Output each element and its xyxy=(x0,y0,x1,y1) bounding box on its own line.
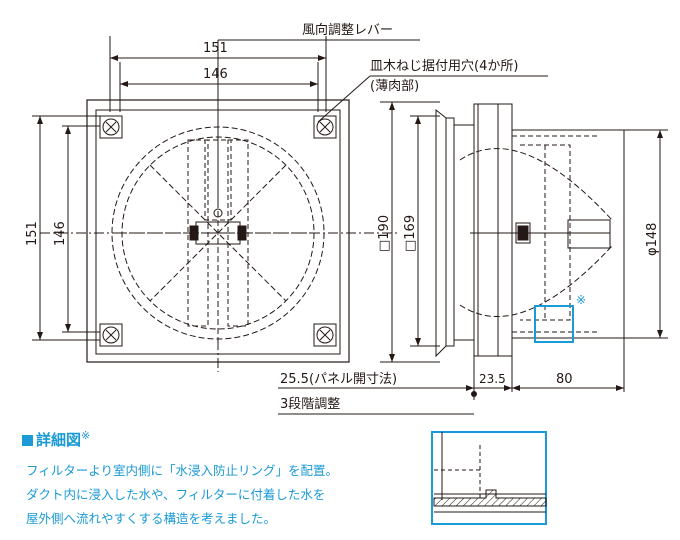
front-arrows xyxy=(37,55,326,340)
detail-line-1: フィルターより室内側に「水浸入防止リング」を配置。 xyxy=(26,463,339,478)
dim-width-outer: 151 xyxy=(203,41,228,56)
asterisk-mark: ※ xyxy=(576,293,586,307)
detail-heading-text: 詳細図 xyxy=(36,431,82,449)
heading-square-icon xyxy=(22,435,33,446)
detail-highlight-box xyxy=(534,305,574,343)
detail-heading: 詳細図※ xyxy=(22,429,90,450)
side-arrows xyxy=(389,102,663,397)
dim-height-inner: 146 xyxy=(53,221,68,246)
detail-line-2: ダクト内に浸入した水や、フィルターに付着した水を xyxy=(26,487,326,502)
dim-diameter: φ148 xyxy=(645,223,660,256)
detail-line-3: 屋外側へ流れやすくする構造を考えました。 xyxy=(26,511,277,526)
dim-side-169: □169 xyxy=(403,215,418,252)
dim-panel-opening: 25.5(パネル開寸法) xyxy=(280,372,397,387)
screw-hole-top-right xyxy=(313,115,337,139)
dim-height-outer: 151 xyxy=(25,221,40,246)
screw-hole-bottom-right xyxy=(313,323,337,347)
lever-label: 風向調整レバー xyxy=(302,22,393,38)
dim-side-190: □190 xyxy=(377,215,392,252)
side-view xyxy=(278,101,668,415)
dim-mid: 23.5 xyxy=(479,372,506,386)
dim-width-inner: 146 xyxy=(203,67,228,82)
detail-inset xyxy=(431,431,547,525)
dim-depth: 80 xyxy=(556,372,573,387)
front-view xyxy=(32,36,400,372)
screw-hole-bottom-left xyxy=(99,323,123,347)
detail-heading-mark: ※ xyxy=(81,429,91,442)
dim-steps: 3段階調整 xyxy=(280,397,340,412)
screw-hole-top-left xyxy=(99,115,123,139)
screw-hole-label: 皿木ねじ据付用穴(4か所) xyxy=(370,59,518,74)
thin-part-label: (薄肉部) xyxy=(370,79,419,94)
